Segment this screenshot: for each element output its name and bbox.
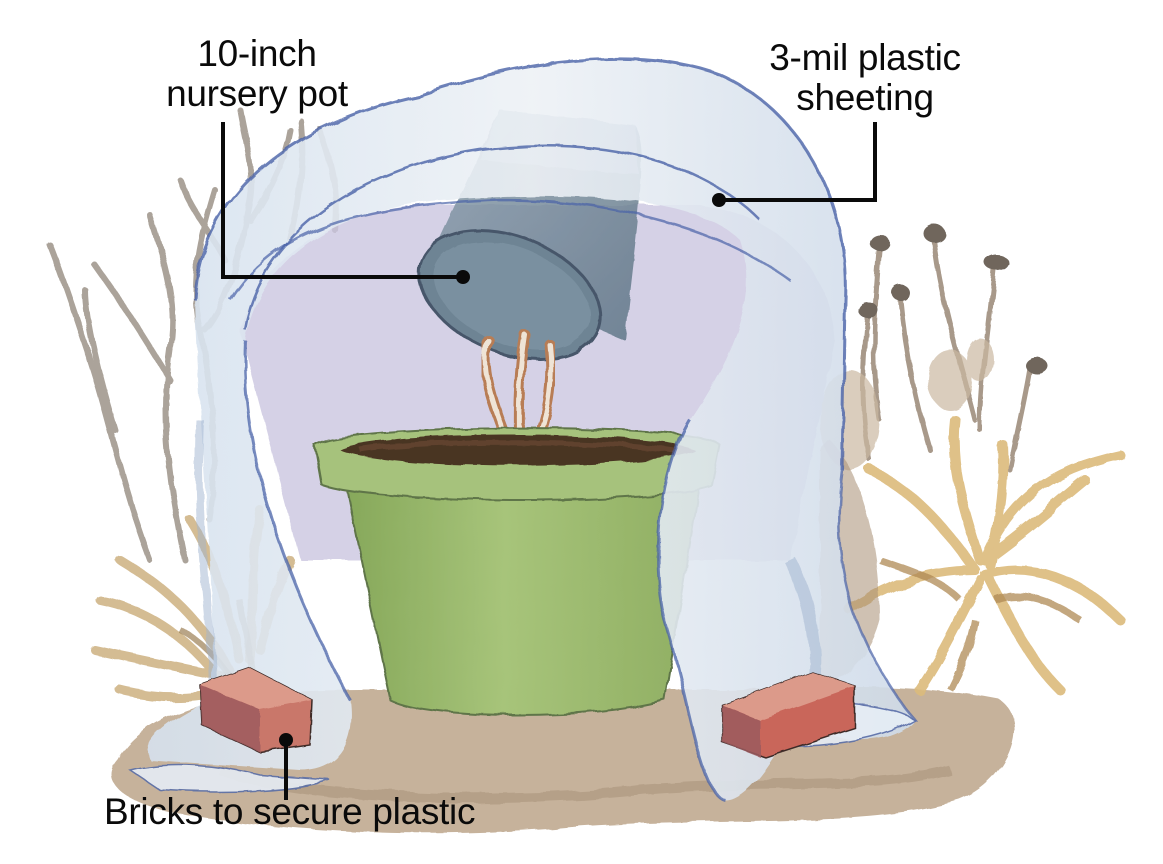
brick-right-art — [721, 671, 856, 758]
callout-plastic-sheeting: 3-mil plastic sheeting — [735, 38, 995, 118]
callout-plastic-sheeting-line-1: 3-mil plastic — [769, 37, 961, 78]
callout-nursery-pot-line-2: nursery pot — [166, 73, 348, 114]
callout-bricks: Bricks to secure plastic — [104, 792, 484, 832]
leader-nursery-pot — [221, 122, 463, 279]
brick-left-art — [199, 667, 313, 753]
dry-grass-right — [845, 415, 1125, 695]
leader-lines — [221, 122, 877, 800]
callout-plastic-sheeting-line-2: sheeting — [796, 77, 934, 118]
callout-bricks-line-1: Bricks to secure plastic — [104, 791, 476, 832]
callout-nursery-pot-line-1: 10-inch — [197, 33, 317, 74]
leader-plastic-sheeting — [719, 122, 877, 202]
seed-heads — [858, 224, 1048, 374]
callout-nursery-pot: 10-inch nursery pot — [142, 34, 372, 114]
green-planter — [313, 427, 722, 716]
leader-dots — [279, 193, 726, 747]
